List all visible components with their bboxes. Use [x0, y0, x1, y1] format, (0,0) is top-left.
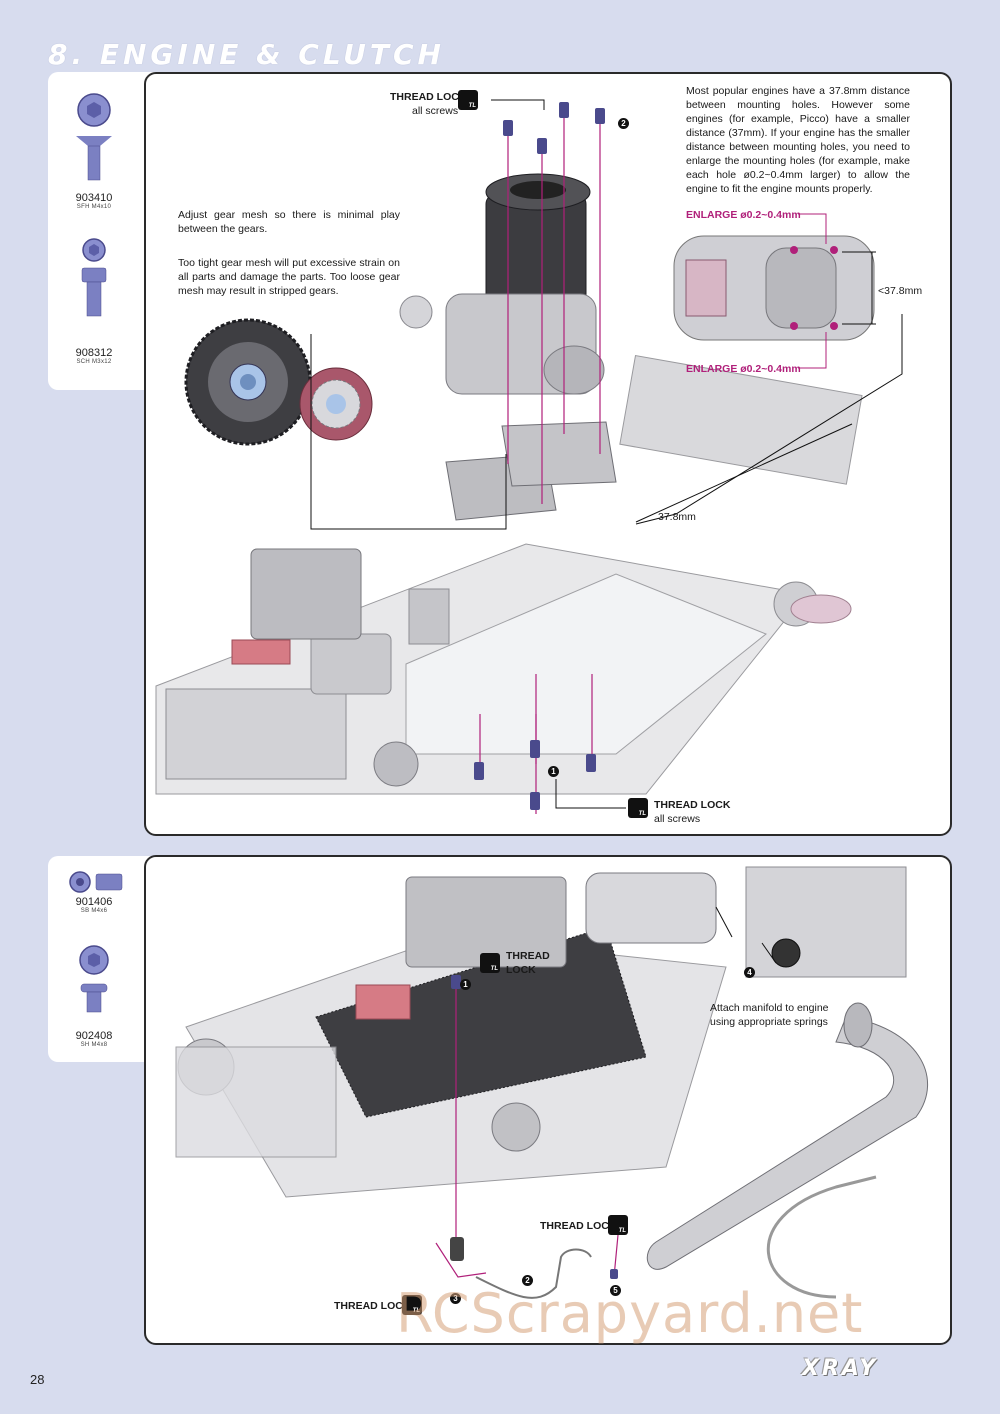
thread-lock-note-bottom: all screws [654, 813, 701, 825]
thread-lock-label-1b: LOCK [506, 964, 536, 976]
brand-logo: XRAY [802, 1356, 879, 1381]
engine-mounting-note: Most popular engines have a 37.8mm dista… [686, 85, 910, 195]
parts-illustrations-top [76, 93, 112, 317]
dimension-side: <37.8mm [878, 285, 923, 297]
parts-sidebar-bottom: 901406 SB M4x6 902408 SH M4x8 [48, 856, 158, 1062]
thread-lock-icon: TL [608, 1215, 628, 1235]
part-code: 902408 [75, 1030, 113, 1042]
step-marker-3: 3 [450, 1293, 461, 1304]
part-902408: 902408 SH M4x8 [48, 1030, 140, 1048]
section-title: 8. ENGINE & CLUTCH [48, 38, 445, 71]
thread-lock-label-top: THREAD LOCK [390, 91, 467, 103]
thread-lock-icon: TL [402, 1295, 422, 1315]
part-desc: SFH M4x10 [76, 204, 112, 210]
gear-mesh-note-2: Too tight gear mesh will put excessive s… [178, 257, 400, 297]
thread-lock-label-1: THREAD [506, 950, 550, 962]
thread-lock-label-bottom: THREAD LOCK [654, 799, 731, 811]
step-panel-exhaust: TL THREAD LOCK 1 4 Attach manifold to en… [144, 855, 952, 1345]
part-908312: 908312 SCH M3x12 [48, 347, 140, 365]
page-number: 28 [30, 1372, 45, 1387]
dimension-mount: 37.8mm [658, 511, 696, 523]
gear-mesh-note-1: Adjust gear mesh so there is minimal pla… [178, 209, 400, 235]
part-desc: SH M4x8 [80, 1042, 108, 1048]
thread-lock-icon: TL [628, 798, 648, 818]
screw-908312-icon [81, 238, 107, 317]
enlarge-label-bottom: ENLARGE ø0.2~0.4mm [686, 363, 801, 375]
step-marker-2: 2 [618, 118, 629, 129]
parts-sidebar-top: 903410 SFH M4x10 908312 SCH M3x12 [48, 72, 158, 390]
thread-lock-icon: TL [480, 953, 500, 973]
part-code: 903410 [75, 192, 113, 204]
part-desc: SCH M3x12 [76, 359, 112, 365]
screw-903410-icon [76, 93, 112, 181]
thread-lock-icon: TL [458, 90, 478, 110]
step-marker-1: 1 [460, 979, 471, 990]
step-marker-5: 5 [610, 1285, 621, 1296]
part-903410: 903410 SFH M4x10 [48, 192, 140, 210]
watermark: RCScrapyard.net [396, 1282, 864, 1345]
step-marker-1: 1 [548, 766, 559, 777]
manifold-note-1: Attach manifold to engine [710, 1002, 829, 1014]
part-901406: 901406 SB M4x6 [48, 896, 140, 914]
exhaust-assembly-illustration [175, 866, 928, 1299]
part-code: 901406 [75, 896, 113, 908]
part-code: 908312 [75, 347, 113, 359]
enlarge-label-top: ENLARGE ø0.2~0.4mm [686, 209, 801, 221]
screw-902408-icon [79, 945, 109, 1013]
engine-assembly-illustration [155, 99, 903, 814]
bushing-901406-icon [69, 871, 123, 893]
thread-lock-note-top: all screws [412, 105, 459, 117]
part-desc: SB M4x6 [80, 908, 108, 914]
step-marker-2: 2 [522, 1275, 533, 1286]
thread-lock-label-2: THREAD LOCK [540, 1220, 617, 1232]
step-panel-engine: THREAD LOCK all screws TL 2 Adjust gear … [144, 72, 952, 836]
step-marker-4: 4 [744, 967, 755, 978]
thread-lock-label-3: THREAD LOCK [334, 1300, 411, 1312]
manifold-note-2: using appropriate springs [710, 1016, 828, 1028]
parts-illustrations-bottom [69, 871, 123, 1013]
